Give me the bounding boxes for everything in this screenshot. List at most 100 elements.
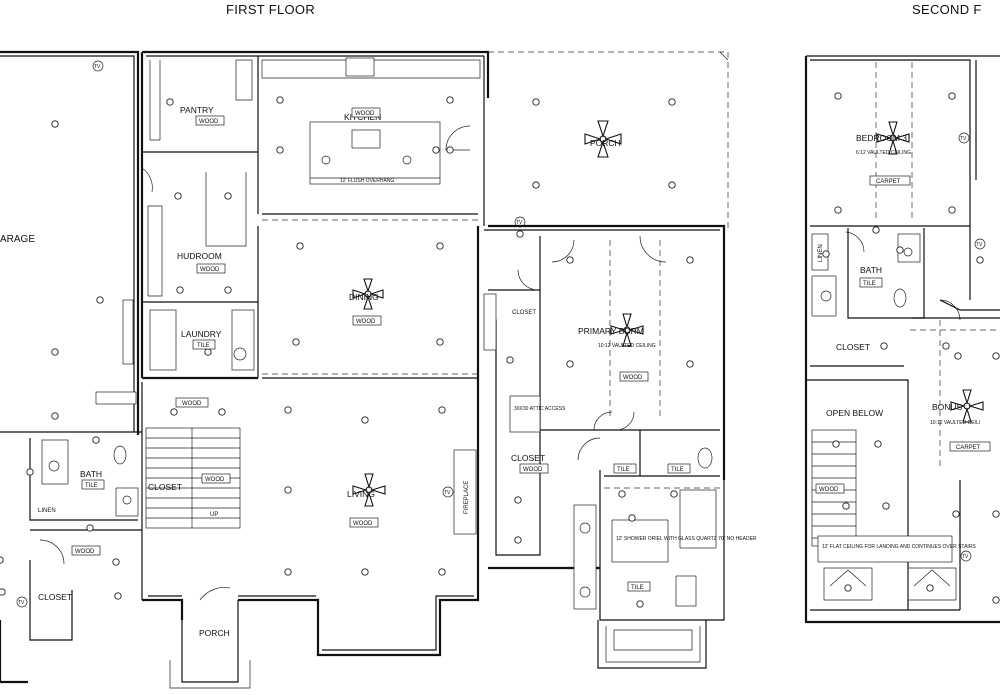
ceiling-light-icon [874, 440, 882, 448]
ceiling-light-icon [842, 502, 850, 510]
ceiling-fan-icon [352, 473, 386, 507]
ceiling-light-icon [516, 230, 524, 238]
ceiling-light-icon [438, 406, 446, 414]
room-label-closet-second: CLOSET [836, 342, 870, 352]
ceiling-light-icon [976, 256, 984, 264]
tv-marker: TV [92, 60, 104, 72]
ceiling-light-icon [942, 342, 950, 350]
ceiling-fan-icon [950, 389, 984, 423]
finish-tag-wood: WOOD [353, 521, 373, 527]
ceiling-light-icon [844, 584, 852, 592]
ceiling-lights [0, 92, 1000, 608]
ceiling-light-icon [0, 556, 4, 564]
room-label-bedroom3: BEDROOM 3 [856, 133, 907, 143]
ceiling-light-icon [926, 584, 934, 592]
ceiling-light-icon [432, 146, 440, 154]
ceiling-light-icon [436, 338, 444, 346]
ceiling-light-icon [628, 514, 636, 522]
room-label-pantry: PANTRY [180, 105, 214, 115]
stair-treads-first [145, 427, 241, 529]
ceiling-light-icon [992, 596, 1000, 604]
ceiling-light-icon [446, 146, 454, 154]
primary-ceiling-note: 10:12 VAULTED CEILING [598, 343, 656, 349]
ceiling-light-icon [834, 206, 842, 214]
ceiling-light-icon [204, 348, 212, 356]
room-label-hudroom: HUDROOM [177, 251, 222, 261]
room-label-front-porch: PORCH [199, 628, 230, 638]
ceiling-light-icon [276, 96, 284, 104]
ceiling-light-icon [436, 242, 444, 250]
finish-tag-tile: TILE [617, 467, 630, 473]
room-label-linen-second: LINEN [818, 244, 824, 262]
ceiling-light-icon [822, 250, 830, 258]
ceiling-fan-icon [610, 313, 644, 347]
island-note: 12' FLUSH OVERHANG [340, 178, 394, 184]
ceiling-light-icon [670, 490, 678, 498]
room-label-garage: ARAGE [0, 234, 35, 245]
svg-text:TV: TV [18, 600, 25, 606]
room-label-bath-second: BATH [860, 265, 882, 275]
first-floor-walls [0, 50, 729, 689]
door-swing-icon [593, 411, 635, 431]
second-floor-fixtures: 12' FLAT CEILING FOR LANDING AND CONTINU… [811, 233, 976, 601]
finish-tag-wood: WOOD [205, 477, 225, 483]
room-label-open-below: OPEN BELOW [826, 408, 883, 418]
finish-tag-wood: WOOD [523, 467, 543, 473]
tv-marker: TV [958, 132, 970, 144]
ceiling-light-icon [296, 242, 304, 250]
door-swing-icon [939, 299, 961, 321]
bonus-ceiling-note: 10:12 VAULTED CEILI [930, 420, 980, 426]
tv-marker: TV [442, 486, 454, 498]
door-swing-icon [639, 235, 667, 263]
ceiling-light-icon [446, 96, 454, 104]
ceiling-light-icon [292, 338, 300, 346]
door-swing-icon [39, 539, 65, 565]
ceiling-light-icon [686, 256, 694, 264]
ceiling-light-icon [176, 286, 184, 294]
attic-access-label: 30X30 ATTIC ACCESS [514, 406, 566, 412]
ceiling-light-icon [284, 406, 292, 414]
ceiling-light-icon [896, 246, 904, 254]
ceiling-light-icon [96, 296, 104, 304]
ceiling-light-icon [51, 348, 59, 356]
room-label-linen-first: LINEN [38, 508, 56, 514]
ceiling-fan-icon [876, 121, 910, 155]
finish-tag-wood: WOOD [200, 267, 220, 273]
room-label-primary-bdrm: PRIMARY BDRM [578, 326, 644, 336]
finish-tag-tile: TILE [631, 585, 644, 591]
ceiling-light-icon [566, 256, 574, 264]
ceiling-light-icon [880, 342, 888, 350]
ceiling-light-icon [952, 510, 960, 518]
ceiling-light-icon [174, 192, 182, 200]
ceiling-light-icon [284, 486, 292, 494]
room-label-closet-stair: CLOSET [148, 482, 182, 492]
ceiling-light-icon [514, 536, 522, 544]
ceiling-light-icon [882, 502, 890, 510]
ceiling-light-icon [506, 356, 514, 364]
ceiling-light-icon [532, 98, 540, 106]
second-floor-walls [804, 55, 1000, 624]
finish-tag-wood: WOOD [355, 111, 375, 117]
ceiling-light-icon [284, 568, 292, 576]
ceiling-light-icon [618, 490, 626, 498]
bedroom3-ceiling-note: 6:12 VAULTED CEILING [856, 150, 911, 156]
finish-tag-tile: TILE [197, 343, 210, 349]
ceiling-light-icon [992, 510, 1000, 518]
finish-tag-tile: TILE [85, 483, 98, 489]
room-label-fireplace: FIREPLACE [464, 481, 470, 514]
ceiling-light-icon [686, 360, 694, 368]
ceiling-light-icon [954, 352, 962, 360]
ceiling-light-icon [0, 588, 6, 596]
tv-marker: TV [960, 550, 972, 562]
first-floor-fixtures: 12' FLUSH OVERHANG [41, 57, 757, 610]
ceiling-light-icon [636, 600, 644, 608]
tv-marker: TV [16, 596, 28, 608]
ceiling-fans [352, 120, 984, 507]
tv-marker: TV [974, 238, 986, 250]
ceiling-light-icon [26, 468, 34, 476]
ceiling-light-icon [668, 98, 676, 106]
ceiling-light-icon [276, 146, 284, 154]
finish-tag-wood: WOOD [623, 375, 643, 381]
ceiling-light-icon [948, 92, 956, 100]
room-label-closet-a: CLOSET [512, 310, 536, 316]
